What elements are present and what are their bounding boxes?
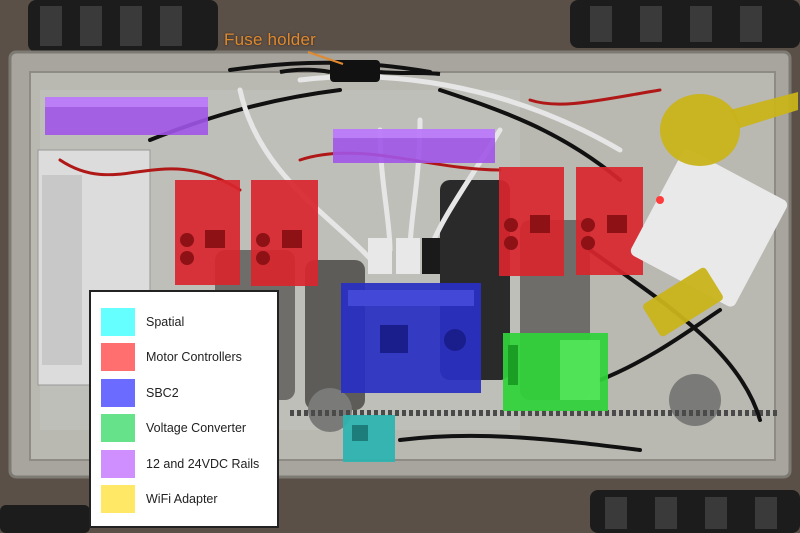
legend-swatch <box>101 378 135 407</box>
legend-item-spatial: Spatial <box>101 304 267 340</box>
router-led <box>656 196 664 204</box>
legend-label: Spatial <box>146 314 185 329</box>
wifi-adapter <box>643 92 798 337</box>
motor-controller-4 <box>576 167 643 275</box>
legend-swatch <box>101 343 135 372</box>
legend-item-sbc2: SBC2 <box>101 375 267 411</box>
voltage-converter <box>503 333 608 411</box>
power-rail-center <box>333 129 495 163</box>
legend-label: WiFi Adapter <box>146 492 218 507</box>
sbc2-board <box>341 283 481 393</box>
router-box <box>630 149 788 307</box>
motor-controller-3 <box>499 167 564 276</box>
legend-label: SBC2 <box>146 385 179 400</box>
spatial-sensor <box>343 415 395 462</box>
legend-label: 12 and 24VDC Rails <box>146 456 260 471</box>
motor-controller-1 <box>175 180 240 285</box>
motor-controller-2 <box>251 180 318 286</box>
legend-item-rails: 12 and 24VDC Rails <box>101 446 267 482</box>
legend-swatch <box>101 307 135 336</box>
legend-swatch <box>101 449 135 478</box>
wheel-bottom-right <box>590 490 800 533</box>
fuse-holder <box>279 60 441 82</box>
wheel-bottom-left <box>0 505 90 533</box>
legend-swatch <box>101 414 135 443</box>
power-rail-left <box>45 97 208 135</box>
legend-label: Motor Controllers <box>146 350 242 365</box>
legend: Spatial Motor Controllers SBC2 Voltage C… <box>89 290 279 528</box>
fuse-holder-label: Fuse holder <box>224 30 316 49</box>
usb-connectors <box>368 238 440 274</box>
wheel-top-left <box>28 0 218 52</box>
wheel-top-right <box>570 0 800 48</box>
fuse-callout-leader <box>307 51 344 65</box>
legend-item-motor-controllers: Motor Controllers <box>101 340 267 376</box>
legend-label: Voltage Converter <box>146 421 247 436</box>
legend-swatch <box>101 485 135 514</box>
legend-item-wifi-adapter: WiFi Adapter <box>101 482 267 518</box>
legend-item-voltage-converter: Voltage Converter <box>101 411 267 447</box>
